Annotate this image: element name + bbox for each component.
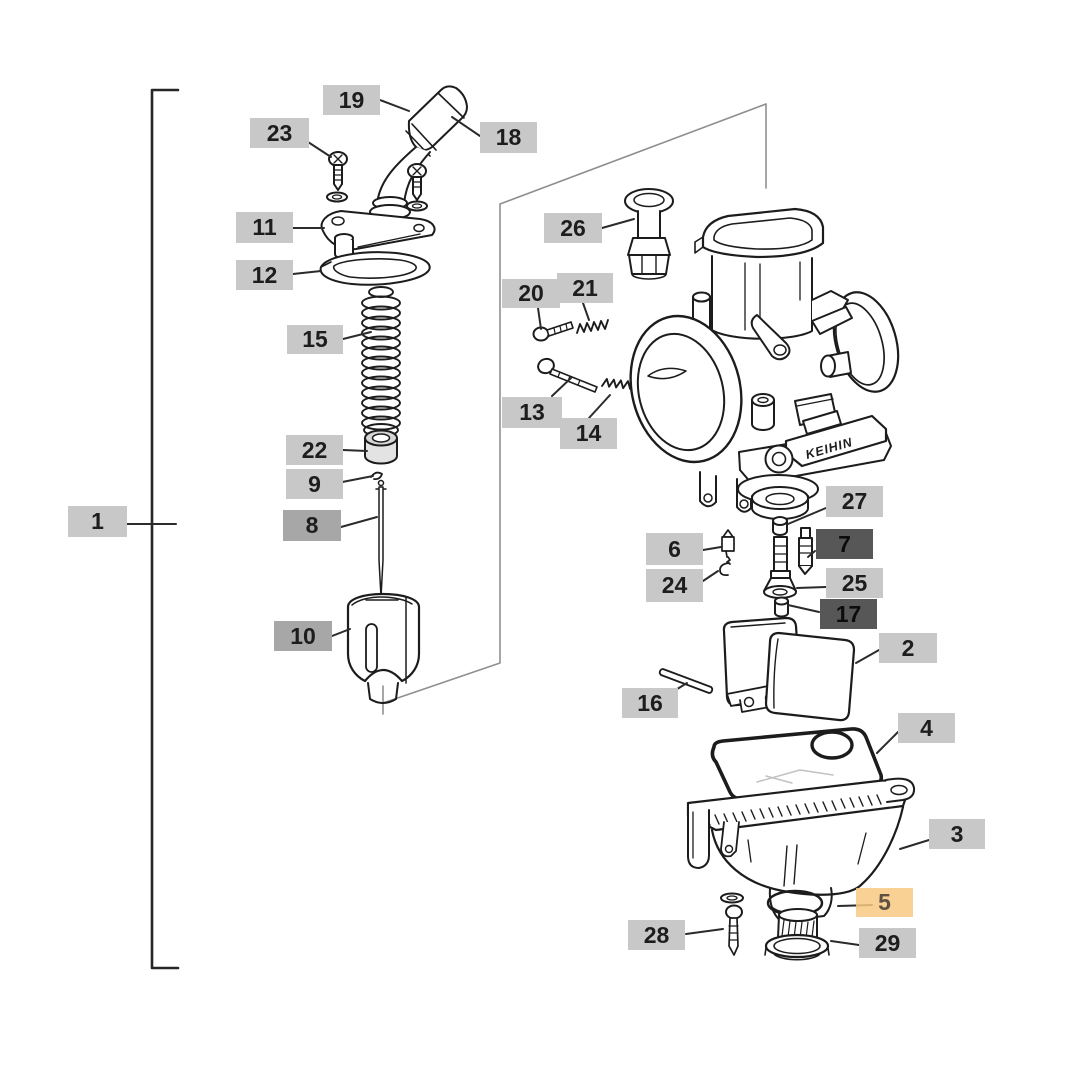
assembly-bracket [150, 88, 180, 970]
needle-clip-9 [370, 471, 383, 481]
part-label-27[interactable]: 27 [826, 486, 883, 517]
screw-23 [326, 151, 348, 203]
choke-knob-26 [624, 188, 674, 280]
part-label-11[interactable]: 11 [236, 212, 293, 243]
part-label-24[interactable]: 24 [646, 569, 703, 602]
float-valve-6 [721, 529, 735, 565]
part-label-2[interactable]: 2 [879, 633, 937, 663]
screw-13 [537, 357, 598, 393]
screw-upper-right [406, 163, 428, 212]
part-label-13[interactable]: 13 [502, 397, 562, 428]
carburetor-body [629, 207, 900, 520]
spring-14 [601, 378, 632, 390]
part-label-9[interactable]: 9 [286, 469, 343, 499]
cable-guide-pipe [369, 85, 468, 220]
part-label-4[interactable]: 4 [898, 713, 955, 743]
part-label-1[interactable]: 1 [68, 506, 127, 537]
sheet-outline [382, 103, 767, 715]
part-label-17[interactable]: 17 [820, 599, 877, 629]
part-label-6[interactable]: 6 [646, 533, 703, 565]
slide-spring-15 [361, 286, 401, 437]
pilot-jet-7 [798, 527, 813, 575]
spring-seat-22 [364, 429, 398, 465]
part-label-23[interactable]: 23 [250, 118, 309, 148]
part-label-3[interactable]: 3 [929, 819, 985, 849]
part-label-21[interactable]: 21 [557, 273, 613, 303]
part-label-14[interactable]: 14 [560, 418, 617, 449]
clip-24 [719, 562, 730, 577]
part-label-5-highlighted[interactable]: 5 [856, 888, 913, 917]
part-label-20[interactable]: 20 [502, 279, 560, 308]
top-cap-11 [320, 210, 436, 260]
part-label-25[interactable]: 25 [826, 568, 883, 598]
part-label-12[interactable]: 12 [236, 260, 293, 290]
float-bowl-3 [686, 777, 916, 922]
part-label-7[interactable]: 7 [816, 529, 873, 559]
cap-gasket-12 [319, 251, 431, 286]
jet-needle-8 [375, 479, 387, 598]
screw-28 [720, 892, 744, 956]
part-label-10[interactable]: 10 [274, 621, 332, 651]
leader-lines [126, 99, 930, 946]
spring-21 [576, 319, 609, 334]
part-label-8[interactable]: 8 [283, 510, 341, 541]
needle-jet-assembly [763, 516, 797, 618]
drain-plug-29 [764, 908, 830, 961]
part-label-16[interactable]: 16 [622, 688, 678, 718]
part-label-18[interactable]: 18 [480, 122, 537, 153]
part-label-26[interactable]: 26 [544, 213, 602, 243]
throttle-slide-10 [346, 592, 421, 704]
part-label-15[interactable]: 15 [287, 325, 343, 354]
part-label-19[interactable]: 19 [323, 85, 380, 115]
part-label-22[interactable]: 22 [286, 435, 343, 465]
float-pin-16 [658, 668, 714, 694]
screw-20 [532, 321, 574, 342]
part-label-28[interactable]: 28 [628, 920, 685, 950]
part-label-29[interactable]: 29 [859, 928, 916, 958]
float-2 [722, 616, 856, 722]
